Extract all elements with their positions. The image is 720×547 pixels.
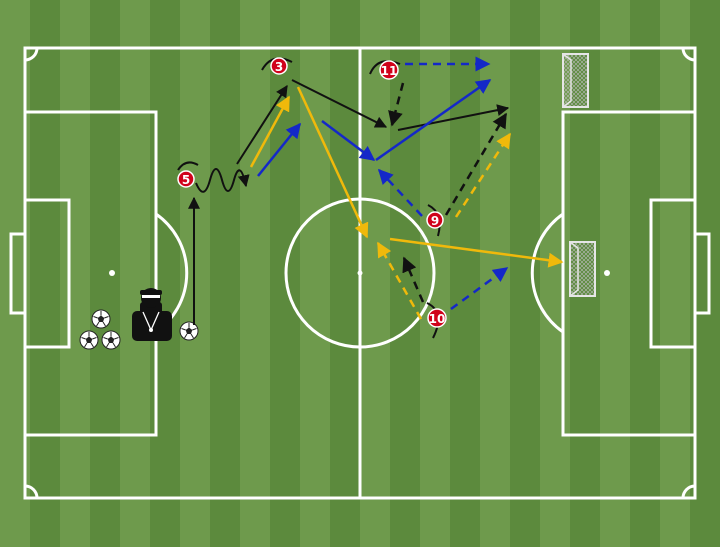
grass-stripe	[660, 0, 691, 547]
ball-icon	[101, 330, 121, 350]
player-number: 11	[381, 64, 398, 78]
pass-arrow-dashed	[376, 241, 423, 320]
player-3[interactable]: 3	[270, 57, 288, 75]
ball-icon	[79, 330, 99, 350]
grass-stripe	[480, 0, 511, 547]
center-circle	[284, 197, 436, 349]
player-5[interactable]: 5	[177, 170, 195, 188]
run-arrow-dashed	[450, 266, 509, 311]
player-body-arc	[177, 161, 199, 171]
run-arrow	[257, 122, 301, 177]
grass-stripe	[240, 0, 271, 547]
grass-stripe	[300, 0, 331, 547]
run-arrow	[321, 120, 376, 161]
grass-stripe	[510, 0, 541, 547]
player-10[interactable]: 10	[427, 308, 447, 328]
ball-icon	[91, 309, 111, 329]
right-penalty-arc	[530, 212, 564, 334]
pitch-markings	[9, 46, 711, 500]
pass-arrow	[296, 86, 369, 239]
grass-stripe	[180, 0, 211, 547]
move-arrow	[291, 79, 388, 128]
center-spot	[357, 270, 363, 276]
run-arrow-dashed	[388, 82, 405, 127]
grass-stripe	[450, 0, 481, 547]
run-arrow-dashed	[377, 168, 423, 217]
player-9[interactable]: 9	[426, 211, 444, 229]
run-arrow	[375, 78, 492, 162]
pass-arrow	[249, 95, 291, 168]
grass-stripe	[390, 0, 421, 547]
goal-icon	[562, 53, 589, 108]
corner-arc-top-right	[681, 47, 696, 62]
goal-icon	[569, 241, 596, 297]
run-arrow-dashed	[444, 112, 508, 216]
grass-stripe	[90, 0, 121, 547]
player-number: 5	[182, 173, 190, 187]
corner-arc-top-left	[24, 47, 39, 62]
coach-icon	[132, 288, 172, 341]
grass-stripe	[30, 0, 61, 547]
pass-arrow-dashed	[454, 132, 512, 218]
right-goal	[693, 232, 711, 315]
left-penalty-spot	[109, 270, 115, 276]
player-number: 9	[431, 214, 439, 228]
pass-arrow	[389, 237, 564, 268]
player-number: 3	[275, 60, 283, 74]
grass-stripe	[60, 0, 91, 547]
dribble-move-line	[195, 168, 250, 193]
left-goal	[9, 232, 27, 315]
move-arrow	[397, 104, 510, 131]
grass-stripe	[330, 0, 361, 547]
player-body-arc	[369, 60, 401, 75]
player-number: 10	[429, 312, 446, 326]
corner-arc-bottom-right	[681, 484, 696, 499]
grass-stripe	[360, 0, 391, 547]
grass-stripe	[120, 0, 151, 547]
grass-stripe	[630, 0, 661, 547]
corner-arc-bottom-left	[24, 484, 39, 499]
player-11[interactable]: 11	[379, 60, 399, 80]
right-penalty-spot	[604, 270, 610, 276]
grass-stripe	[210, 0, 241, 547]
run-arrow-dashed	[402, 256, 425, 303]
ball-icon	[179, 321, 199, 341]
